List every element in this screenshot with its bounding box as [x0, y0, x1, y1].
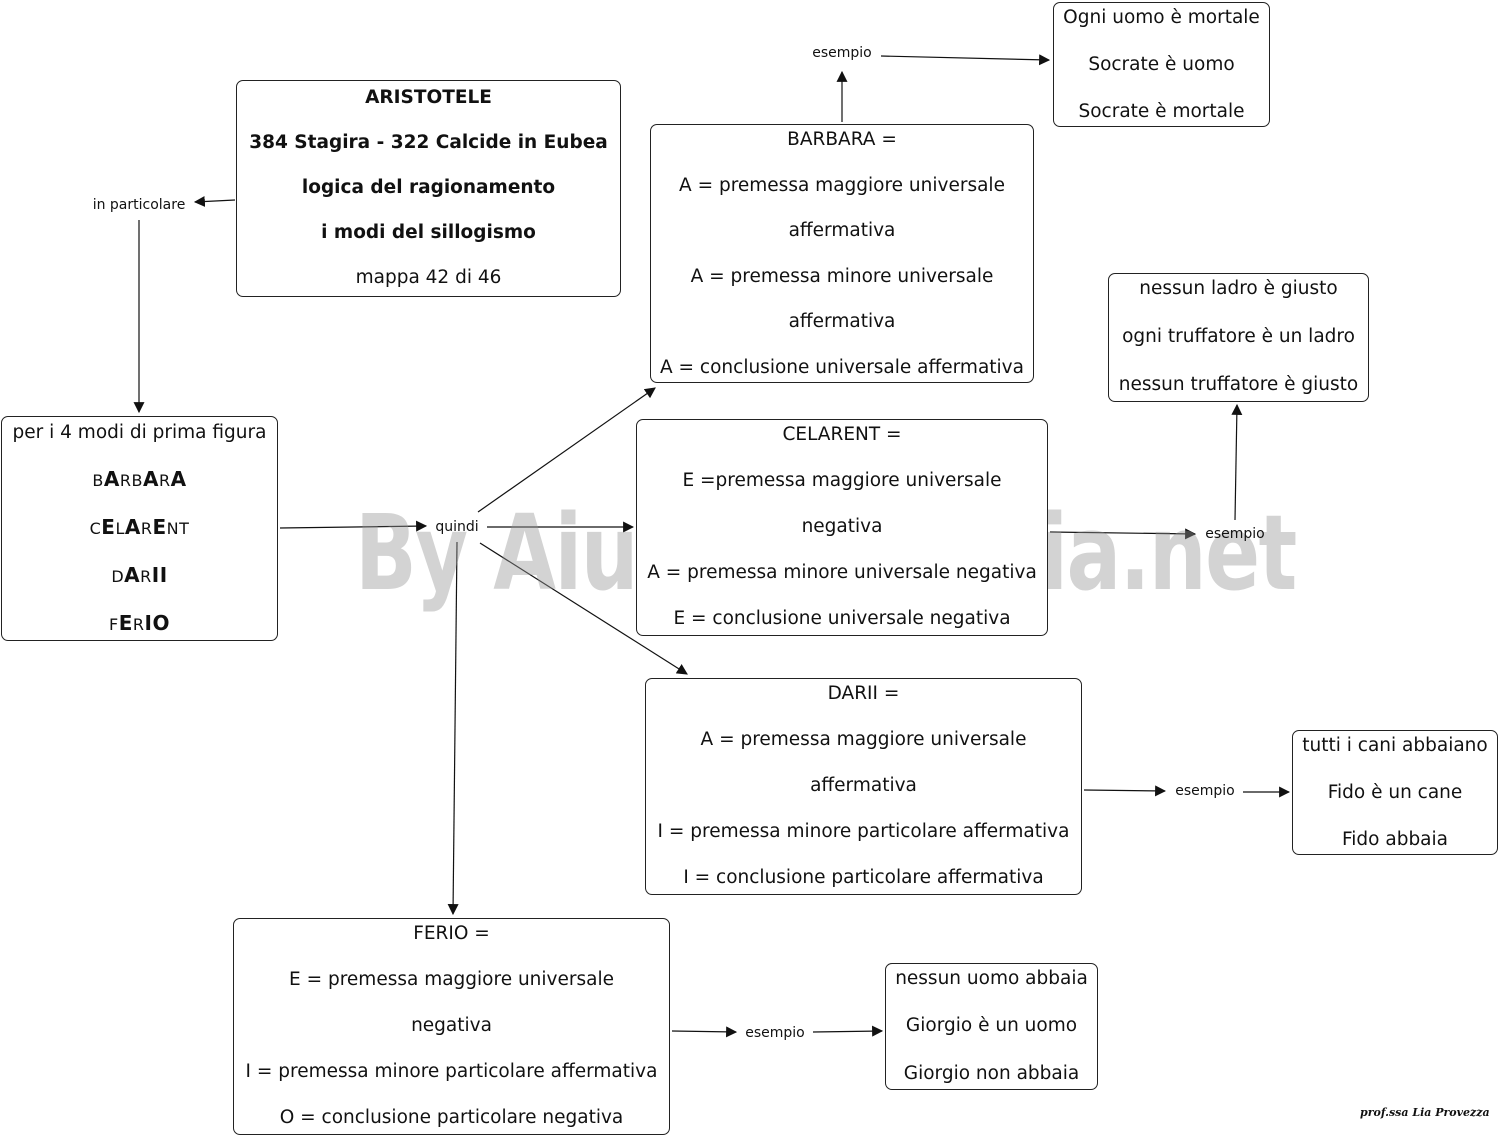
aristotele-modes: i modi del sillogismo: [321, 221, 536, 243]
mode-letter: D: [111, 567, 125, 587]
ferio-line: O = conclusione particolare negativa: [279, 1106, 624, 1128]
edge-quindi-ferio: [447, 541, 459, 916]
example-line: Ogni uomo è mortale: [1063, 7, 1260, 28]
connector-esempio-darii: esempio: [1175, 783, 1235, 799]
mode-letter: R: [158, 471, 171, 491]
edge-celarent-esempio: [1049, 528, 1197, 540]
edge-esempio-celarent-example: [1231, 403, 1243, 521]
node-darii[interactable]: DARII = A = premessa maggiore universale…: [645, 678, 1082, 895]
mode-letter: C: [89, 519, 102, 539]
darii-title: DARII =: [827, 683, 900, 704]
example-line: Fido abbaia: [1341, 828, 1448, 850]
prima-figura-heading: per i 4 modi di prima figura: [12, 422, 267, 443]
mode-letter-emphasis: A: [124, 515, 141, 540]
connector-esempio-barbara: esempio: [812, 45, 872, 61]
mode-letter-emphasis: A: [124, 563, 141, 588]
node-barbara[interactable]: BARBARA = A = premessa maggiore universa…: [650, 124, 1034, 383]
darii-line: A = premessa maggiore universale: [700, 728, 1027, 750]
celarent-line: E =premessa maggiore universale: [682, 469, 1002, 491]
mode-letter: NT: [166, 519, 190, 539]
node-celarent[interactable]: CELARENT = E =premessa maggiore universa…: [636, 419, 1048, 636]
barbara-line: A = premessa maggiore universale: [679, 174, 1005, 196]
example-line: nessun truffatore è giusto: [1118, 373, 1359, 395]
mode-letter-emphasis: E: [101, 515, 116, 540]
example-line: Socrate è mortale: [1078, 100, 1245, 122]
mode-letter-emphasis: IO: [144, 611, 170, 636]
node-ferio-example[interactable]: nessun uomo abbaia Giorgio è un uomo Gio…: [885, 963, 1098, 1090]
darii-line: I = conclusione particolare affermativa: [683, 866, 1044, 888]
darii-line: affermativa: [810, 774, 917, 796]
mode-letter-emphasis: E: [118, 611, 133, 636]
example-line: tutti i cani abbaiano: [1302, 735, 1488, 756]
connector-esempio-ferio: esempio: [745, 1025, 805, 1041]
aristotele-title: ARISTOTELE: [365, 87, 492, 108]
ferio-line: I = premessa minore particolare affermat…: [245, 1060, 658, 1082]
mode-letter: R: [140, 567, 152, 587]
node-celarent-example[interactable]: nessun ladro è giusto ogni truffatore è …: [1108, 273, 1369, 402]
node-aristotele[interactable]: ARISTOTELE 384 Stagira - 322 Calcide in …: [236, 80, 621, 297]
example-line: nessun ladro è giusto: [1139, 278, 1338, 299]
connector-in-particolare: in particolare: [92, 197, 186, 213]
edge-aristotele-inparticolare: [193, 196, 236, 207]
mode-letter: B: [92, 471, 104, 491]
aristotele-logic: logica del ragionamento: [301, 176, 556, 198]
mode-letter-emphasis: A: [142, 467, 159, 492]
node-prima-figura[interactable]: per i 4 modi di prima figura BARBARA CEL…: [1, 416, 278, 641]
author-signature: prof.ssa Lia Provezza: [1360, 1106, 1490, 1119]
mode-letter: R: [132, 615, 145, 635]
mode-letter-emphasis: E: [152, 515, 167, 540]
connector-esempio-celarent: esempio: [1205, 526, 1265, 542]
edge-esempio-barbara-example: [880, 54, 1051, 66]
edge-quindi-darii: [479, 542, 688, 675]
edge-primafigura-quindi: [279, 520, 428, 532]
example-line: Fido è un cane: [1327, 781, 1463, 803]
mode-darii: DARII: [111, 563, 167, 588]
mode-letter-emphasis: A: [170, 467, 187, 492]
edge-esempio-ferio-example: [812, 1025, 884, 1037]
barbara-line: A = premessa minore universale: [690, 265, 994, 287]
example-line: Socrate è uomo: [1088, 53, 1235, 75]
edge-darii-esempio: [1083, 785, 1167, 797]
celarent-line: negativa: [801, 515, 883, 537]
mode-celarent: CELARENT: [90, 515, 190, 540]
example-line: ogni truffatore è un ladro: [1122, 325, 1355, 347]
aristotele-dates: 384 Stagira - 322 Calcide in Eubea: [249, 131, 608, 153]
mode-letter-emphasis: II: [151, 563, 168, 588]
example-line: nessun uomo abbaia: [895, 968, 1088, 989]
mode-letter-emphasis: A: [103, 467, 120, 492]
node-darii-example[interactable]: tutti i cani abbaiano Fido è un cane Fid…: [1292, 730, 1498, 855]
mode-letter: RB: [119, 471, 143, 491]
example-line: Giorgio non abbaia: [903, 1062, 1080, 1084]
barbara-title: BARBARA =: [787, 129, 897, 150]
barbara-line: A = conclusione universale affermativa: [660, 356, 1024, 378]
celarent-line: A = premessa minore universale negativa: [647, 561, 1037, 583]
aristotele-map-number: mappa 42 di 46: [355, 266, 502, 288]
celarent-line: E = conclusione universale negativa: [673, 607, 1011, 629]
edge-quindi-barbara: [477, 387, 656, 513]
ferio-line: E = premessa maggiore universale: [289, 968, 614, 990]
connector-quindi: quindi: [435, 519, 479, 535]
mode-letter: L: [115, 519, 125, 539]
celarent-title: CELARENT =: [782, 424, 902, 445]
node-barbara-example[interactable]: Ogni uomo è mortale Socrate è uomo Socra…: [1053, 2, 1270, 127]
edge-ferio-esempio: [671, 1026, 738, 1038]
mode-barbara: BARBARA: [92, 467, 186, 492]
mode-letter: F: [109, 615, 119, 635]
barbara-line: affermativa: [788, 311, 896, 333]
darii-line: I = premessa minore particolare affermat…: [657, 820, 1070, 842]
example-line: Giorgio è un uomo: [905, 1015, 1078, 1037]
mode-letter: R: [140, 519, 153, 539]
barbara-line: affermativa: [788, 220, 896, 242]
node-ferio[interactable]: FERIO = E = premessa maggiore universale…: [233, 918, 670, 1135]
ferio-line: negativa: [411, 1014, 492, 1036]
mode-ferio: FERIO: [109, 611, 170, 636]
ferio-title: FERIO =: [413, 923, 490, 944]
